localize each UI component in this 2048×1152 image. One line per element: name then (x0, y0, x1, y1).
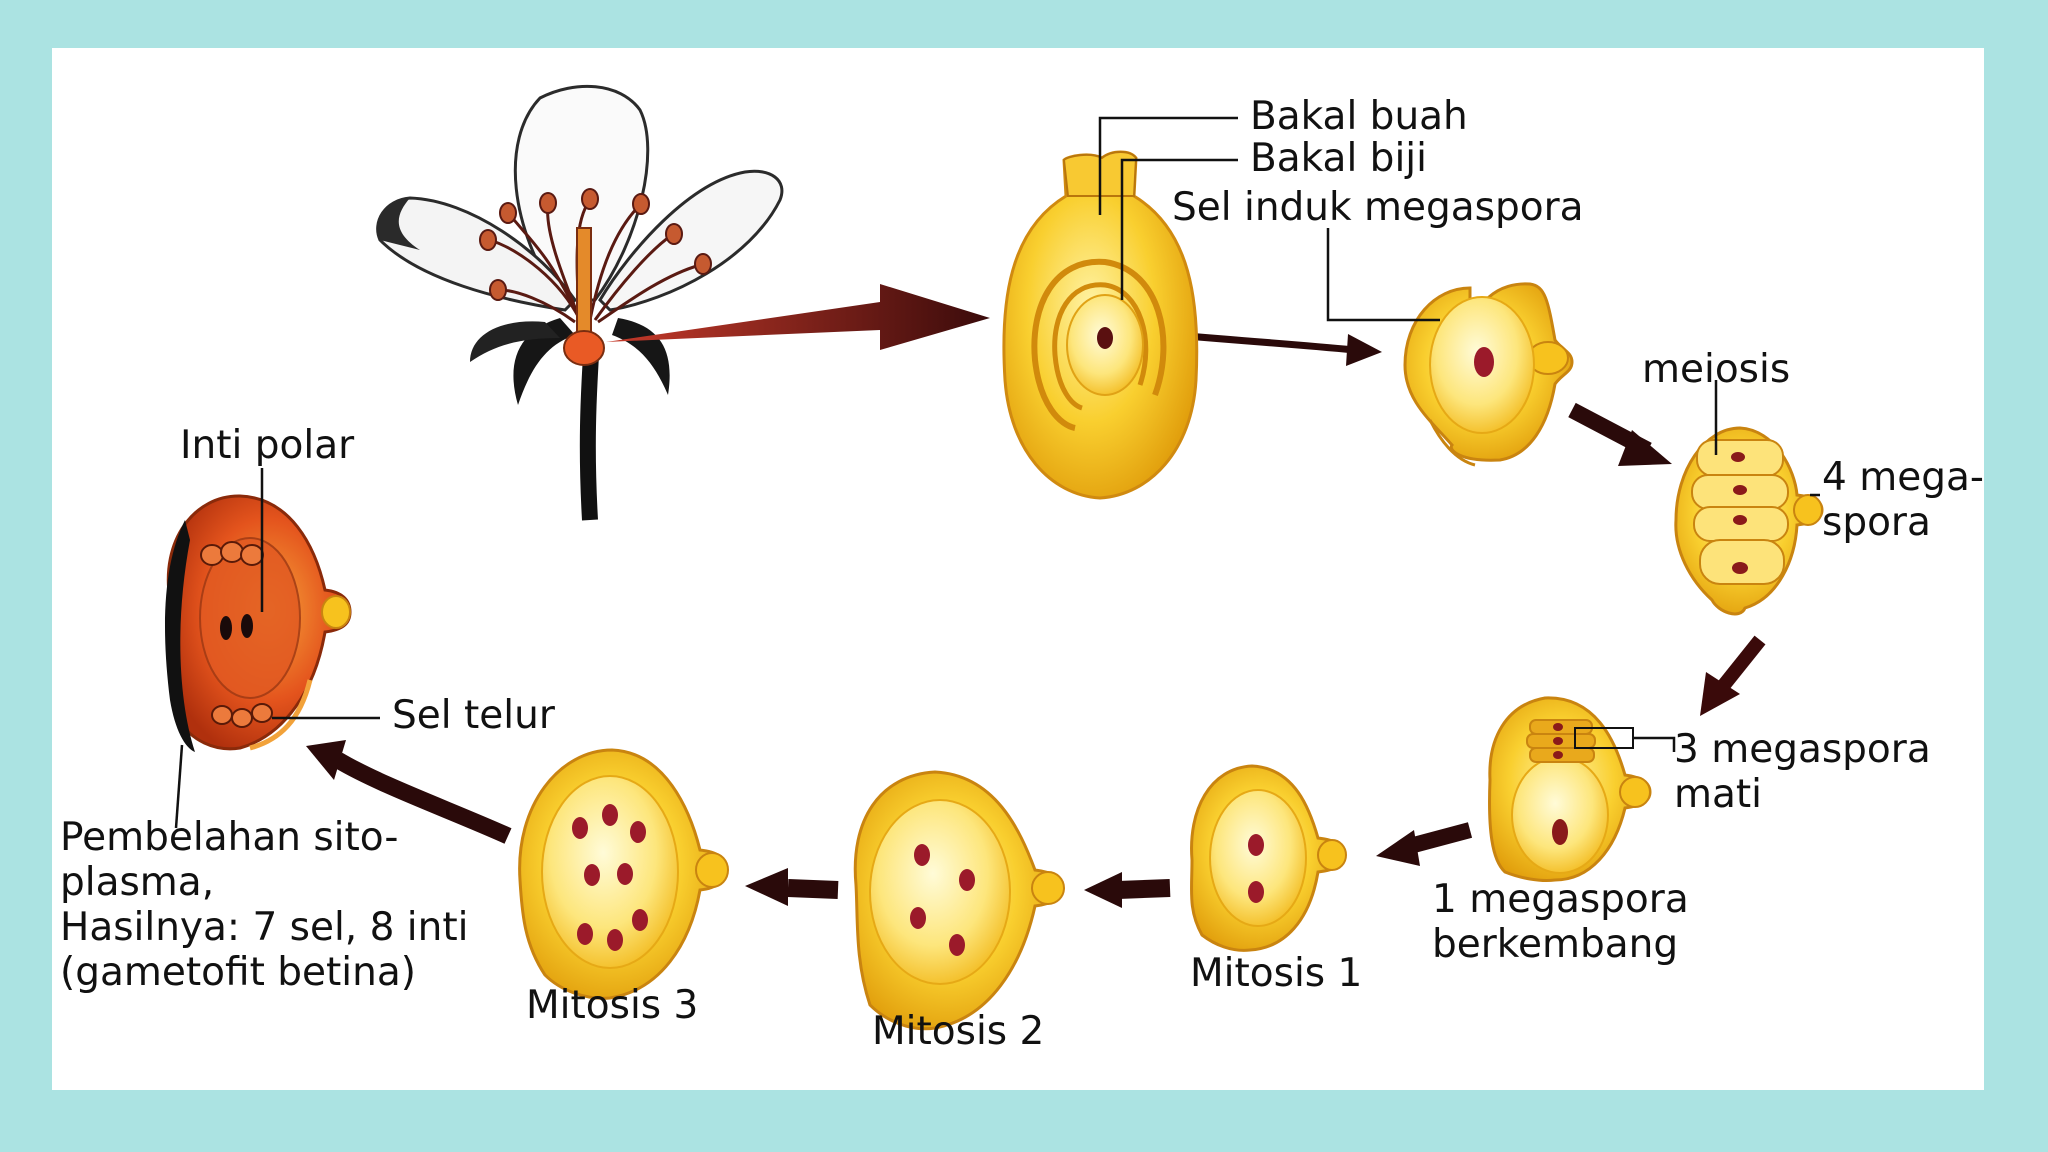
leader-lines (174, 116, 1820, 829)
arrow-to-mitosis3-head (745, 868, 788, 906)
label-hasil-line3: Hasilnya: 7 sel, 8 inti (60, 904, 469, 950)
pistil-style (576, 227, 592, 339)
ovule-integument-2 (1052, 282, 1149, 411)
label-hasil-line2: plasma, (60, 859, 215, 905)
label-mitosis-1: Mitosis 1 (1190, 951, 1363, 996)
four-megaspores (1674, 426, 1824, 616)
mmc-nucleus (1474, 347, 1494, 377)
arrow-to-mitosis2-head (1084, 872, 1122, 908)
sepal-right (612, 318, 670, 395)
label-3-megaspora-mati: 3 megaspora mati (1674, 727, 1931, 818)
mitosis-2-cell (853, 770, 1065, 1031)
label-1-megaspora-line1: 1 megaspora (1432, 877, 1689, 922)
label-bakal-biji: Bakal biji (1250, 136, 1427, 181)
label-sel-telur: Sel telur (392, 693, 555, 738)
leader-bakal-biji (1120, 158, 1238, 300)
arrow-flower-to-ovary (606, 284, 990, 350)
label-hasil-line1: Pembelahan sito- (60, 815, 399, 860)
arrow-to-gametophyte-head (306, 740, 346, 780)
arrow-to-mitosis2 (1117, 879, 1171, 899)
arrow-to-mitosis1 (1407, 822, 1473, 854)
ovule-integument-1 (1031, 258, 1167, 431)
ovule-nucleus (1097, 327, 1113, 349)
label-inti-polar: Inti polar (180, 423, 355, 468)
mitosis-3-cell (518, 748, 729, 1000)
label-hasil-line4: (gametofit betina) (60, 949, 416, 995)
label-hasil-pembelahan: Pembelahan sito- plasma, Hasilnya: 7 sel… (60, 815, 469, 995)
arrow-to-mitosis3 (787, 879, 839, 899)
label-bakal-buah: Bakal buah (1250, 94, 1468, 139)
label-4-megaspora: 4 mega- spora (1822, 455, 1984, 546)
arrow-to-3-mati-head (1700, 672, 1740, 716)
process-arrows (306, 284, 1766, 908)
label-mitosis-2: Mitosis 2 (872, 1009, 1045, 1054)
ovary-illustration (1002, 150, 1199, 500)
arrow-ovule-to-mmc-head (1346, 334, 1382, 366)
three-dead-megaspores (1488, 696, 1652, 882)
leader-bakal-buah (1098, 116, 1238, 215)
female-gametophyte (165, 494, 352, 752)
flower-illustration (376, 84, 784, 521)
leader-sel-induk (1326, 228, 1440, 322)
mitosis-1-cell (1189, 764, 1347, 952)
arrow-to-meiosis-head (1618, 430, 1672, 466)
megaspore-mother-cell (1403, 282, 1574, 467)
label-sel-induk-megaspora: Sel induk megaspora (1172, 185, 1584, 230)
leader-3-mati (1633, 736, 1676, 752)
anthers (479, 188, 712, 301)
label-4-megaspora-line2: spora (1822, 499, 1931, 545)
label-mitosis-3: Mitosis 3 (526, 983, 699, 1028)
arrow-to-gametophyte (333, 752, 512, 844)
leader-pembelahan (174, 744, 184, 829)
pistil-ovary (563, 330, 605, 366)
label-3-megaspora-line2: mati (1674, 771, 1763, 817)
petal-top (513, 84, 650, 302)
petal-left-shade (377, 198, 420, 250)
label-3-megaspora-line1: 3 megaspora (1674, 727, 1931, 772)
label-1-megaspora-berkembang: 1 megaspora berkembang (1432, 877, 1689, 968)
petal-right (598, 169, 784, 312)
arrow-to-3-mati (1714, 635, 1766, 695)
label-4-megaspora-line1: 4 mega- (1822, 455, 1984, 500)
sepal-left-2 (470, 321, 560, 362)
arrow-to-mitosis1-head (1376, 830, 1420, 866)
flower-stem (579, 339, 600, 521)
label-meiosis: meiosis (1642, 347, 1791, 392)
label-1-megaspora-line2: berkembang (1432, 921, 1679, 967)
